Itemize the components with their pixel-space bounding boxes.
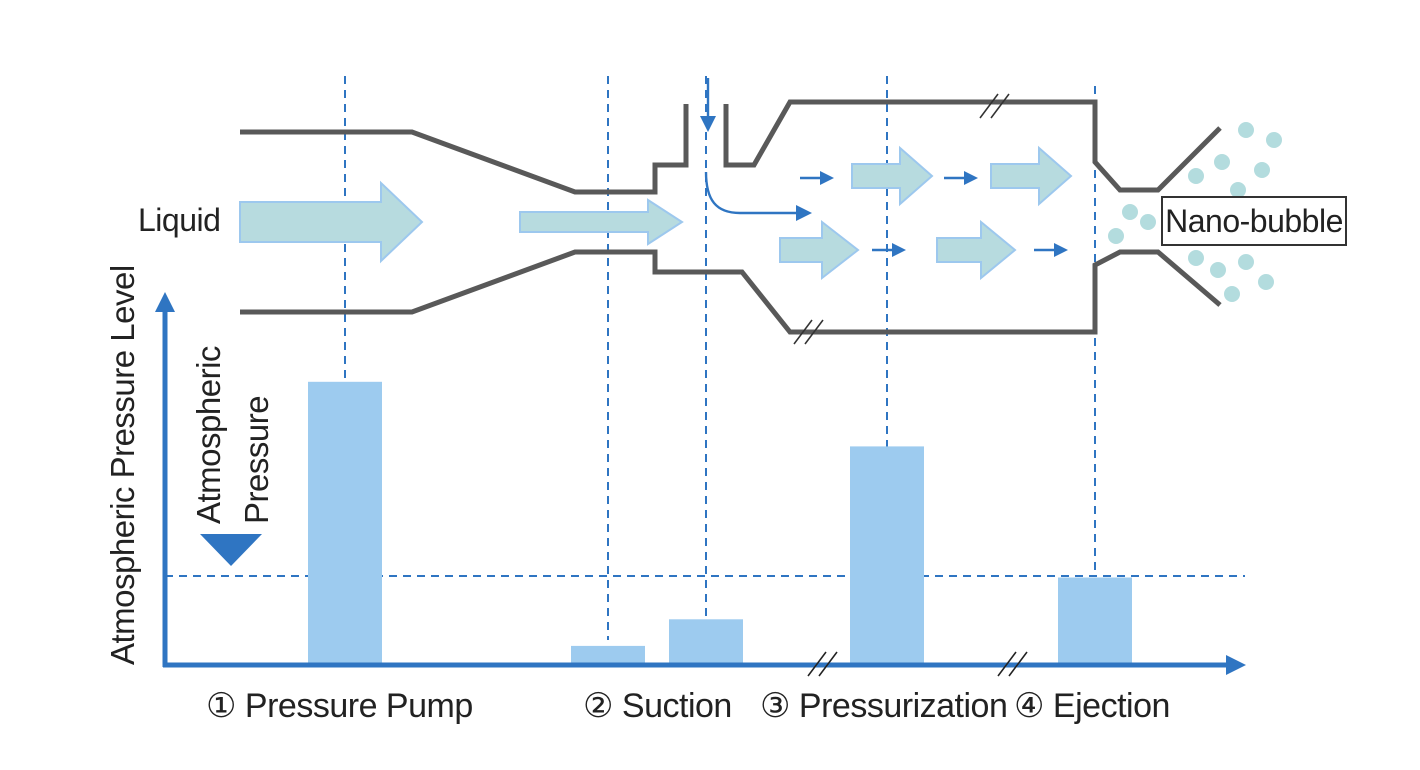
- nozzle-pipe: [240, 99, 1222, 335]
- flow-arrow: [519, 198, 684, 246]
- break-mark: [990, 93, 1010, 119]
- liquid-flow-arrows: [239, 145, 1073, 281]
- nano-bubble-dot: [1258, 274, 1274, 290]
- nano-bubble-dot: [1122, 204, 1138, 220]
- small-arrow-head: [964, 171, 978, 185]
- pressure-axes: [155, 292, 1246, 675]
- atmospheric-pressure-marker: [200, 534, 262, 566]
- nano-bubble-dot: [1254, 162, 1270, 178]
- x-axis-arrow-head: [1226, 655, 1246, 675]
- stage-guide-lines: [165, 76, 1245, 640]
- bar-suction-inlet: [669, 619, 743, 663]
- flow-arrow-large: [239, 180, 424, 264]
- flow-arrow: [936, 219, 1017, 281]
- nano-bubble-dot: [1108, 228, 1124, 244]
- stage-label-pressurization: ③ Pressurization: [760, 687, 1008, 725]
- break-mark: [804, 319, 824, 345]
- air-inlet-curve-arrow-head: [796, 205, 812, 221]
- nano-bubbles: [1108, 122, 1282, 302]
- pipe-lower-inlet: [240, 249, 1222, 335]
- nano-bubble-dot: [1238, 254, 1254, 270]
- liquid-label: Liquid: [138, 202, 221, 238]
- bar-suction: [571, 645, 645, 663]
- nano-bubble-dot: [1188, 168, 1204, 184]
- small-arrow-head: [892, 243, 906, 257]
- air-suction-arrow: [700, 78, 812, 221]
- flow-arrow: [779, 219, 860, 281]
- pressure-bars: [308, 381, 1132, 663]
- axis-break-marks: [807, 651, 1028, 677]
- air-inlet-down-arrow-head: [700, 116, 716, 132]
- bar-pressurization: [850, 446, 924, 663]
- break-mark: [807, 651, 827, 677]
- break-mark: [997, 651, 1017, 677]
- stage-label-pressure-pump: ① Pressure Pump: [206, 687, 473, 725]
- stage-label-suction: ② Suction: [583, 687, 732, 725]
- bar-pressure-pump: [308, 381, 382, 663]
- nano-bubble-dot: [1238, 122, 1254, 138]
- nano-bubble-dot: [1214, 154, 1230, 170]
- nano-bubble-dot: [1140, 214, 1156, 230]
- pipe-break-marks: [793, 93, 1010, 345]
- break-mark: [979, 93, 999, 119]
- small-arrow-head: [1054, 243, 1068, 257]
- nano-bubble-dot: [1230, 182, 1246, 198]
- y-axis-label: Atmospheric Pressure Level: [104, 265, 141, 665]
- nano-bubble-dot: [1224, 286, 1240, 302]
- break-mark: [793, 319, 813, 345]
- nano-bubble-dot: [1188, 250, 1204, 266]
- atmospheric-pressure-label-line1: Atmospheric: [190, 346, 227, 524]
- pipe-upper-chamber: [723, 99, 1222, 193]
- nano-bubble-dot: [1266, 132, 1282, 148]
- nano-bubble-label: Nano-bubble: [1161, 196, 1347, 246]
- nano-bubble-dot: [1210, 262, 1226, 278]
- flow-arrow: [990, 145, 1073, 207]
- atmospheric-pressure-label-line2: Pressure: [238, 395, 275, 524]
- bar-ejection: [1058, 577, 1132, 663]
- y-axis-arrow-head: [155, 292, 175, 312]
- small-flow-arrows: [800, 171, 1068, 257]
- stage-label-ejection: ④ Ejection: [1014, 687, 1170, 725]
- break-mark: [1008, 651, 1028, 677]
- flow-arrow: [851, 145, 934, 207]
- small-arrow-head: [820, 171, 834, 185]
- air-inlet-curve-arrow: [704, 171, 798, 215]
- pipe-upper-inlet: [240, 104, 689, 195]
- break-mark: [818, 651, 838, 677]
